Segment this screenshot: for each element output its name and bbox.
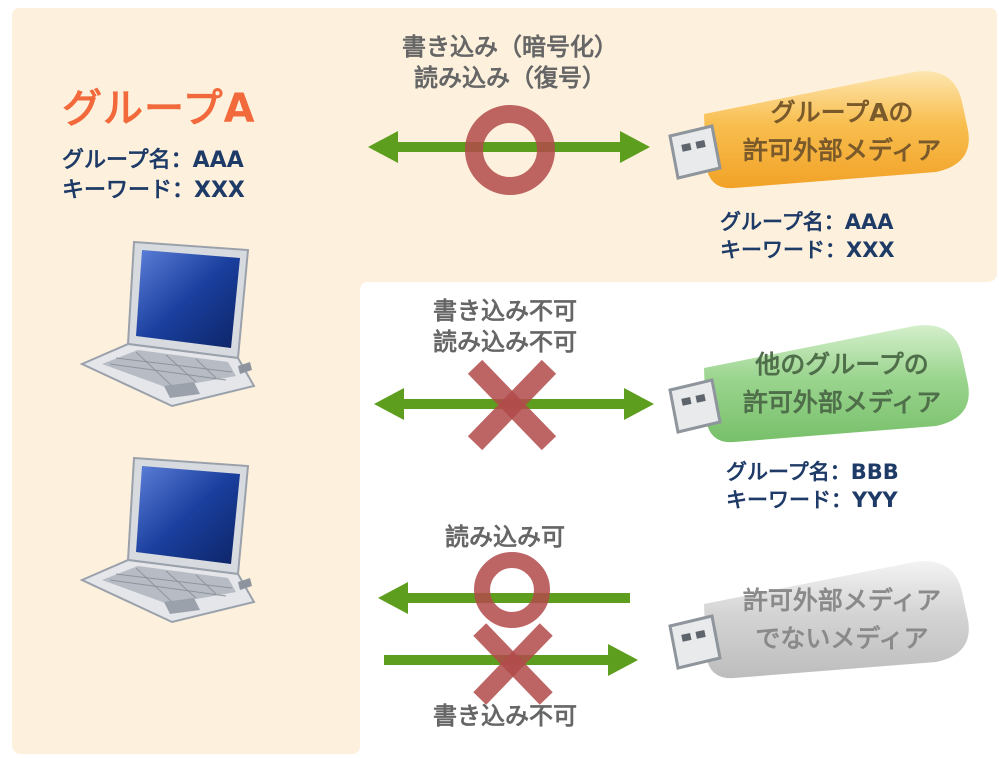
allowed-circle-icon bbox=[465, 105, 555, 195]
media1-label: グループAの 許可外部メディア bbox=[722, 94, 962, 170]
denied-x-icon bbox=[467, 359, 557, 451]
conn3-write-label: 書き込み不可 bbox=[433, 702, 577, 730]
conn2-read-label: 読み込み不可 bbox=[433, 328, 577, 356]
group-name-line: グループ名：AAA bbox=[62, 148, 244, 173]
media1-label-line1: グループAの bbox=[770, 98, 914, 127]
group-title: グループA bbox=[62, 86, 256, 132]
media2-label-line2: 許可外部メディア bbox=[742, 388, 942, 417]
read-allowed-circle-icon bbox=[474, 552, 550, 628]
media2-name-line: グループ名：BBB bbox=[726, 460, 899, 484]
laptop-icon bbox=[79, 456, 256, 624]
media3-label-line2: でないメディア bbox=[755, 624, 929, 653]
conn1-labels: 書き込み（暗号化） 読み込み（復号） bbox=[375, 32, 645, 94]
media2-label: 他のグループの 許可外部メディア bbox=[722, 346, 962, 422]
media2-label-line1: 他のグループの bbox=[755, 350, 929, 379]
read-arrow bbox=[378, 582, 630, 614]
usb-drive-icon bbox=[668, 325, 969, 443]
group-info: グループ名：AAA キーワード：XXX bbox=[62, 146, 245, 206]
media1-name-line: グループ名：AAA bbox=[720, 210, 894, 234]
media1-keyword-line: キーワード：XXX bbox=[720, 238, 895, 262]
group-keyword-line: キーワード：XXX bbox=[62, 178, 245, 203]
write-denied-x-icon bbox=[473, 623, 553, 705]
conn3-read-label: 読み込み可 bbox=[445, 523, 565, 551]
conn2-labels: 書き込み不可 読み込み不可 bbox=[390, 296, 620, 358]
conn1-double-arrow bbox=[368, 131, 650, 163]
conn1-read-label: 読み込み（復号） bbox=[414, 64, 606, 92]
media3-label-line1: 許可外部メディア bbox=[742, 586, 942, 615]
laptop-icon bbox=[79, 240, 256, 408]
media3-label: 許可外部メディア でないメディア bbox=[722, 582, 962, 658]
usb-drive-icon bbox=[668, 71, 969, 189]
conn1-write-label: 書き込み（暗号化） bbox=[402, 33, 618, 61]
group-a-zone bbox=[12, 8, 997, 754]
media1-label-line2: 許可外部メディア bbox=[742, 136, 942, 165]
media1-info: グループ名：AAA キーワード：XXX bbox=[720, 208, 895, 264]
usb-drive-icon bbox=[668, 561, 969, 679]
conn2-write-label: 書き込み不可 bbox=[433, 297, 577, 325]
media2-info: グループ名：BBB キーワード：YYY bbox=[726, 458, 899, 514]
media2-keyword-line: キーワード：YYY bbox=[726, 488, 898, 512]
